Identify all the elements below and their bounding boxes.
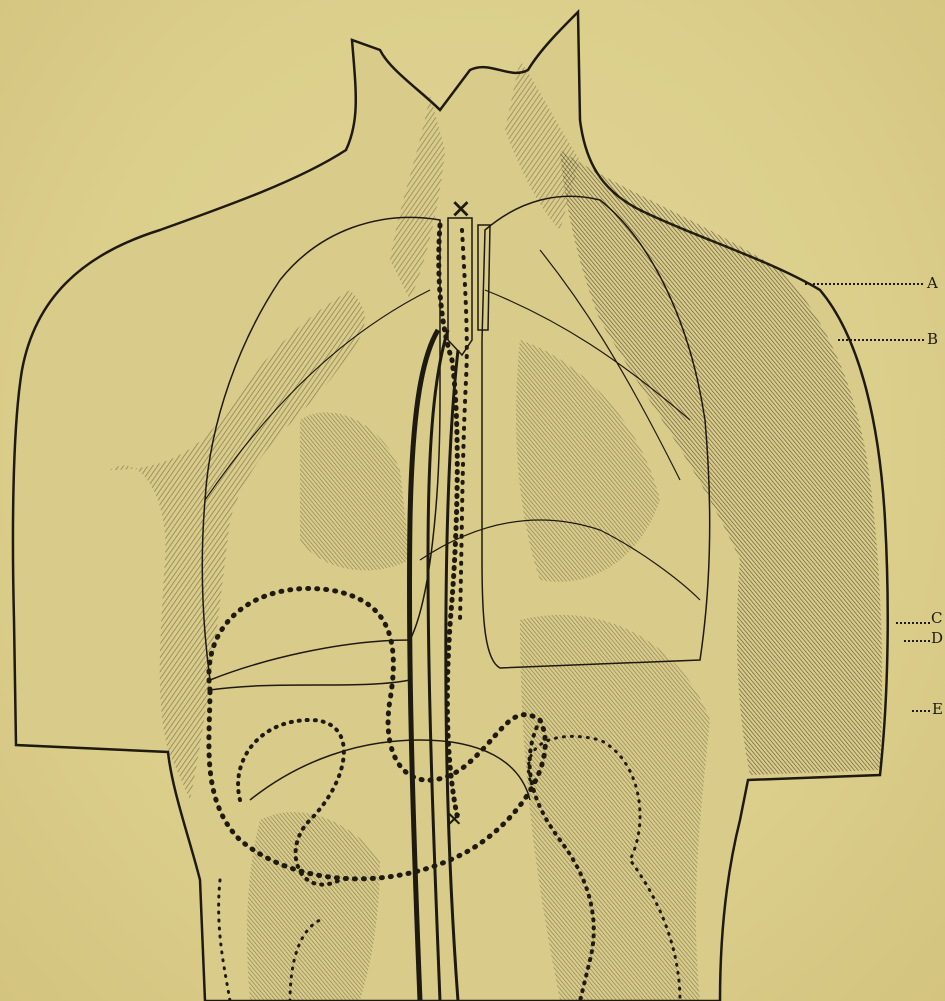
callout-label-d: D [931, 631, 943, 646]
callout-label-e: E [932, 702, 943, 717]
lower-cross-mark: × [446, 808, 463, 828]
upper-cross-mark: × [450, 196, 472, 222]
callout-label-a: A [927, 276, 938, 291]
callout-label-b: B [927, 332, 938, 347]
callout-label-c: C [931, 611, 942, 626]
